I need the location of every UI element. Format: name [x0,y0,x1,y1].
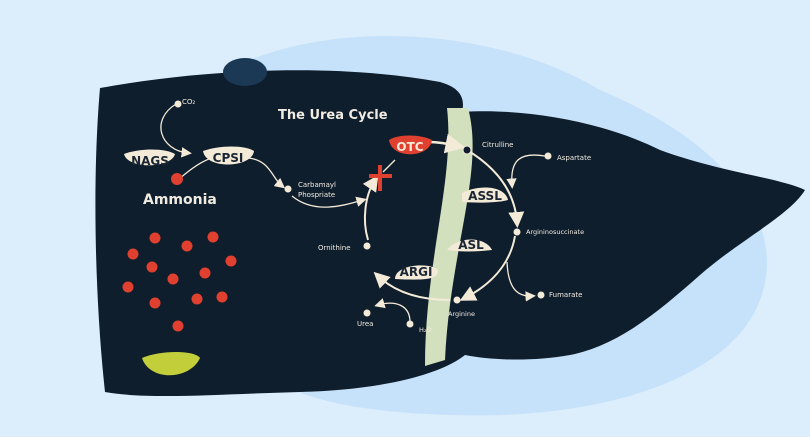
fumarate-label: Fumarate [549,291,582,299]
enzyme-otc: OTC [389,135,432,155]
citrulline-dot [462,145,472,155]
urea-label: Urea [357,320,373,328]
otc-label: OTC [396,140,423,154]
ornithine-label: Ornithine [318,244,351,252]
cpsi-label: CPSI [213,151,244,165]
enzyme-nags: NAGS [124,149,175,168]
enzyme-argi: ARGI [395,265,438,280]
enzyme-cpsi: CPSI [203,146,254,165]
citrulline-label: Citrulline [482,141,513,149]
aspartate-label: Aspartate [557,154,591,162]
asl-label: ASL [458,238,484,252]
enzyme-asl: ASL [447,238,492,252]
diagram-title: The Urea Cycle [278,108,388,123]
ammonia-dot [171,173,183,185]
metabolite-dots [174,100,552,328]
carbamoyl-label-line1: Carbamayl [298,181,336,189]
liver-highlight [223,58,267,86]
enzyme-assl: ASSL [462,187,508,203]
ligament-band [425,108,473,366]
assl-label: ASSL [468,189,502,203]
argininosuccinate-label: Argininosuccinate [526,228,584,236]
ammonia-particles [122,231,237,332]
nags-label: NAGS [131,154,169,168]
blocked-cross-icon [369,165,392,191]
gallbladder [142,352,200,376]
argi-label: ARGI [400,265,433,279]
water-label: H₂O [419,326,432,334]
co2-label: CO₂ [182,98,195,106]
ammonia-label: Ammonia [143,192,217,208]
carbamoyl-label-line2: Phospriate [298,191,335,199]
arginine-label: Arginine [448,310,475,318]
